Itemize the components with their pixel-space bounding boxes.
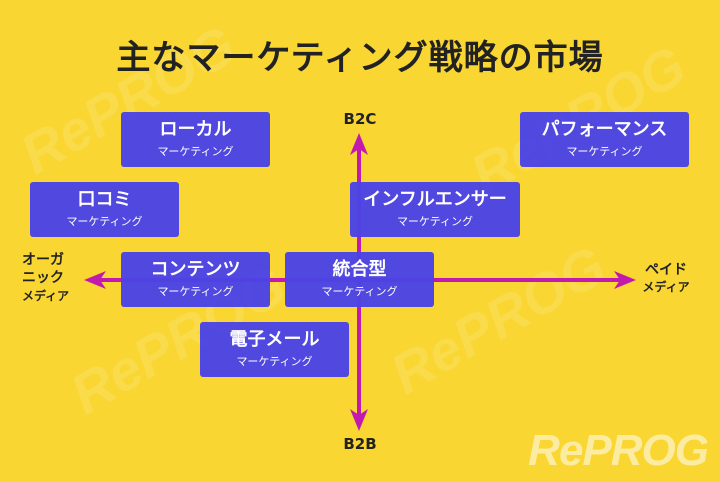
box-performance-marketing: パフォーマンスマーケティング [520, 112, 689, 167]
box-title: コンテンツ [150, 259, 241, 280]
box-content-marketing: コンテンツマーケティング [121, 252, 270, 307]
axis-label-right-line: メディア [642, 280, 690, 294]
box-subtitle: マーケティング [321, 285, 398, 298]
box-title: 電子メール [229, 329, 320, 350]
box-subtitle: マーケティング [236, 355, 313, 368]
box-email-marketing: 電子メールマーケティング [200, 322, 349, 377]
axis-label-bottom: B2B [343, 435, 377, 453]
box-title: 口コミ [77, 189, 132, 210]
axis-label-left-line: オーガ [22, 252, 64, 268]
axis-label-right-line: ペイド [645, 262, 687, 278]
box-title: パフォーマンス [541, 119, 668, 140]
box-subtitle: マーケティング [157, 145, 234, 158]
box-title: インフルエンサー [363, 189, 507, 210]
axis-label-right: ペイド メディア [636, 262, 696, 296]
box-integrated-marketing: 統合型マーケティング [285, 252, 434, 307]
box-title: 統合型 [332, 259, 387, 280]
box-subtitle: マーケティング [396, 215, 474, 228]
reprog-logo: RePROG [528, 426, 709, 475]
box-subtitle: マーケティング [157, 285, 234, 298]
axis-label-left-line: メディア [22, 289, 70, 303]
arrow-right-icon [614, 271, 636, 289]
box-title: ローカル [159, 119, 232, 140]
arrow-left-icon [84, 271, 106, 289]
page-title: 主なマーケティング戦略の市場 [116, 38, 604, 78]
axis-label-left-line: ニック [22, 270, 64, 286]
axis-label-top: B2C [343, 110, 377, 128]
box-subtitle: マーケティング [566, 145, 643, 158]
box-subtitle: マーケティング [66, 215, 143, 228]
arrow-up-icon [350, 133, 368, 155]
box-influencer-marketing: インフルエンサーマーケティング [350, 182, 520, 237]
box-word-of-mouth-marketing: 口コミマーケティング [30, 182, 179, 237]
box-local-marketing: ローカルマーケティング [121, 112, 270, 167]
arrow-down-icon [350, 409, 368, 431]
axis-label-left: オーガ ニック メディア [22, 251, 86, 305]
